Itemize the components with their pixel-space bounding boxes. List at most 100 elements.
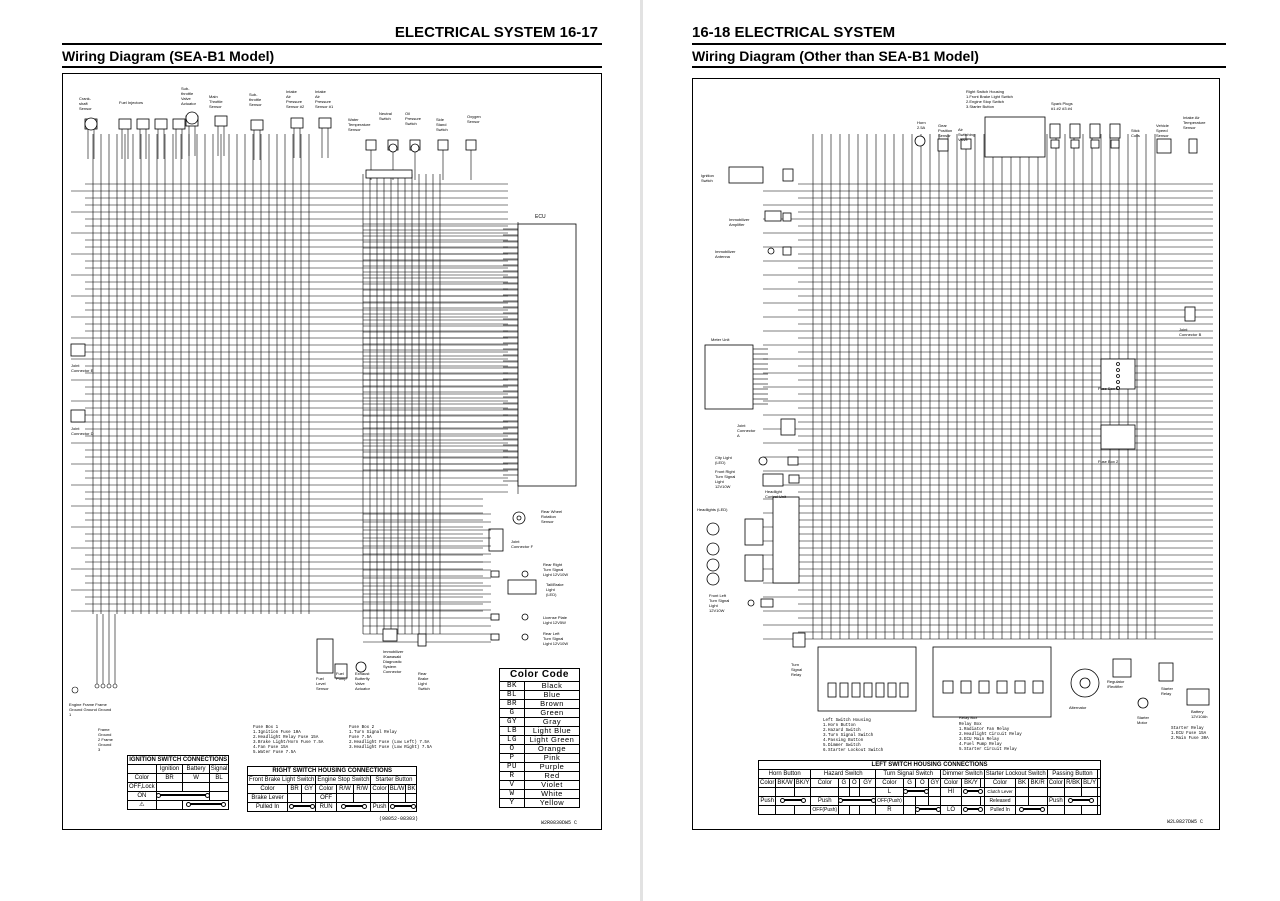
switch-contact [827, 682, 837, 698]
color-code-abbr: BR [499, 699, 525, 709]
switch-contact [839, 682, 849, 698]
sub-throttle-valve-label: Sub- throttle Valve Actuator [181, 86, 196, 106]
row-push: Push [370, 802, 389, 812]
color-cell: G [838, 778, 850, 788]
relay [960, 680, 972, 694]
switch-bar [155, 793, 210, 799]
ground-terminal [112, 683, 118, 689]
connector [760, 598, 774, 608]
color-label: Color [1046, 778, 1066, 788]
color-cell: G [902, 778, 917, 788]
switch-bar [288, 804, 315, 810]
stick-coil [1090, 139, 1100, 149]
intake-air-1-label: Intake Air Pressure Sensor #1 [315, 89, 334, 109]
brake-switch [417, 633, 427, 647]
joint-connector-f-label: Joint Connector F [511, 539, 534, 549]
spark-plug [1069, 123, 1081, 139]
color-label: Color [246, 784, 289, 794]
col-signal: Signal [208, 764, 230, 774]
regulator-label: Regulator /Rectifier [1107, 679, 1125, 689]
immobilizer-amplifier-label: Immobilizer Amplifier [729, 217, 750, 227]
color-cell: BK/Y [960, 778, 982, 788]
color-w: W [182, 773, 210, 783]
sensor-connector [250, 119, 264, 131]
color-label: Color [810, 778, 840, 788]
ground-terminal [100, 683, 106, 689]
left-switch-housing-box [817, 646, 917, 712]
relay-box-label: Relay Box [959, 715, 978, 720]
joint-connector-d [70, 409, 86, 423]
fuse-box-2-legend: Fuse Box 2 1.Turn Signal Relay Fuse 7.5A… [349, 726, 432, 750]
switch-connector [465, 139, 477, 151]
color-label: Color [983, 778, 1017, 788]
ignition-switch-box [728, 166, 764, 184]
color-cell: BL/Y [1081, 778, 1099, 788]
front-left-turn-label: Front Left Turn Signal Light 12V10W [709, 593, 730, 613]
group-engine-stop: Engine Stop Switch [315, 775, 372, 785]
joint-connector-b-label: Joint Connector B [1179, 327, 1202, 337]
rear-right-turn-label: Rear Right Turn Signal Light 12V10W [543, 562, 569, 577]
row-brake-lever: Brake Lever [246, 793, 289, 803]
diag-connector [382, 628, 398, 642]
fuel-level-label: Fuel Level Sensor [316, 676, 329, 691]
vehicle-speed-sensor [1156, 138, 1172, 154]
color-code-abbr: BK [499, 681, 525, 691]
ignition-switch-label: Ignition Switch [701, 173, 714, 183]
turn-light-symbol [521, 570, 529, 578]
license-light-symbol [521, 613, 529, 621]
turn-light-symbol [521, 633, 529, 641]
alternator-core [1079, 677, 1091, 689]
color-code-abbr: BL [499, 690, 525, 700]
battery-box [1186, 688, 1210, 706]
color-label: Color [757, 778, 777, 788]
switch-bar [962, 789, 983, 795]
fuse [1116, 362, 1120, 366]
row-push: Push [810, 796, 840, 806]
switch-bar [389, 804, 416, 810]
headlight-housing [744, 554, 764, 582]
intake-air-temp-label: Intake Air Temperature Sensor [1183, 115, 1206, 130]
fuse [1116, 374, 1120, 378]
color-code-abbr: V [499, 780, 525, 790]
color-label: Color [370, 784, 389, 794]
immobilizer-amp-box [764, 210, 782, 222]
right-page: 16-18 ELECTRICAL SYSTEM Wiring Diagram (… [643, 0, 1280, 901]
switch-bar [780, 798, 807, 804]
color-cell: GY [300, 784, 317, 794]
relay [942, 680, 954, 694]
starter-motor-label: Starter Motor [1137, 715, 1150, 725]
color-code-abbr: O [499, 744, 525, 754]
sensor-connector [136, 118, 150, 130]
wiring-diagram-sea-b1: Crank- shaft Sensor Fuel Injectors Sub- … [62, 73, 602, 830]
color-label: Color [940, 778, 962, 788]
color-cell: GY [928, 778, 942, 788]
group-starter: Starter Button [370, 775, 418, 785]
row-l: L [875, 787, 904, 797]
color-cell: BK/W [775, 778, 795, 788]
switch-contact [899, 682, 909, 698]
row-r: R [875, 805, 904, 815]
fuse [1116, 368, 1120, 372]
joint-connector-f [488, 528, 504, 552]
headlights-label: Headlights (LED) [697, 507, 728, 512]
left-page-subtitle: Wiring Diagram (SEA-B1 Model) [62, 48, 275, 64]
fuse-box-2 [1100, 424, 1136, 450]
starter-relay-label: Starter Relay [1161, 686, 1174, 696]
group-dimmer: Dimmer Switch [940, 769, 985, 779]
sensor-connector [172, 118, 186, 130]
switch-contact [887, 682, 897, 698]
switch-connector [437, 139, 449, 151]
headlight-segment [706, 522, 720, 536]
color-cell: GY [859, 778, 877, 788]
color-code-title: Color Code [499, 668, 580, 682]
wiring-lines [704, 116, 1213, 718]
col-ignition: Ignition [155, 764, 184, 774]
color-code-abbr: LG [499, 735, 525, 745]
fuel-injectors-label: Fuel Injectors [119, 100, 144, 105]
oxygen-sensor-label: Oxygen Sensor [467, 114, 481, 124]
relay [1032, 680, 1044, 694]
rear-left-turn-label: Rear Left Turn Signal Light 12V10W [543, 631, 569, 646]
